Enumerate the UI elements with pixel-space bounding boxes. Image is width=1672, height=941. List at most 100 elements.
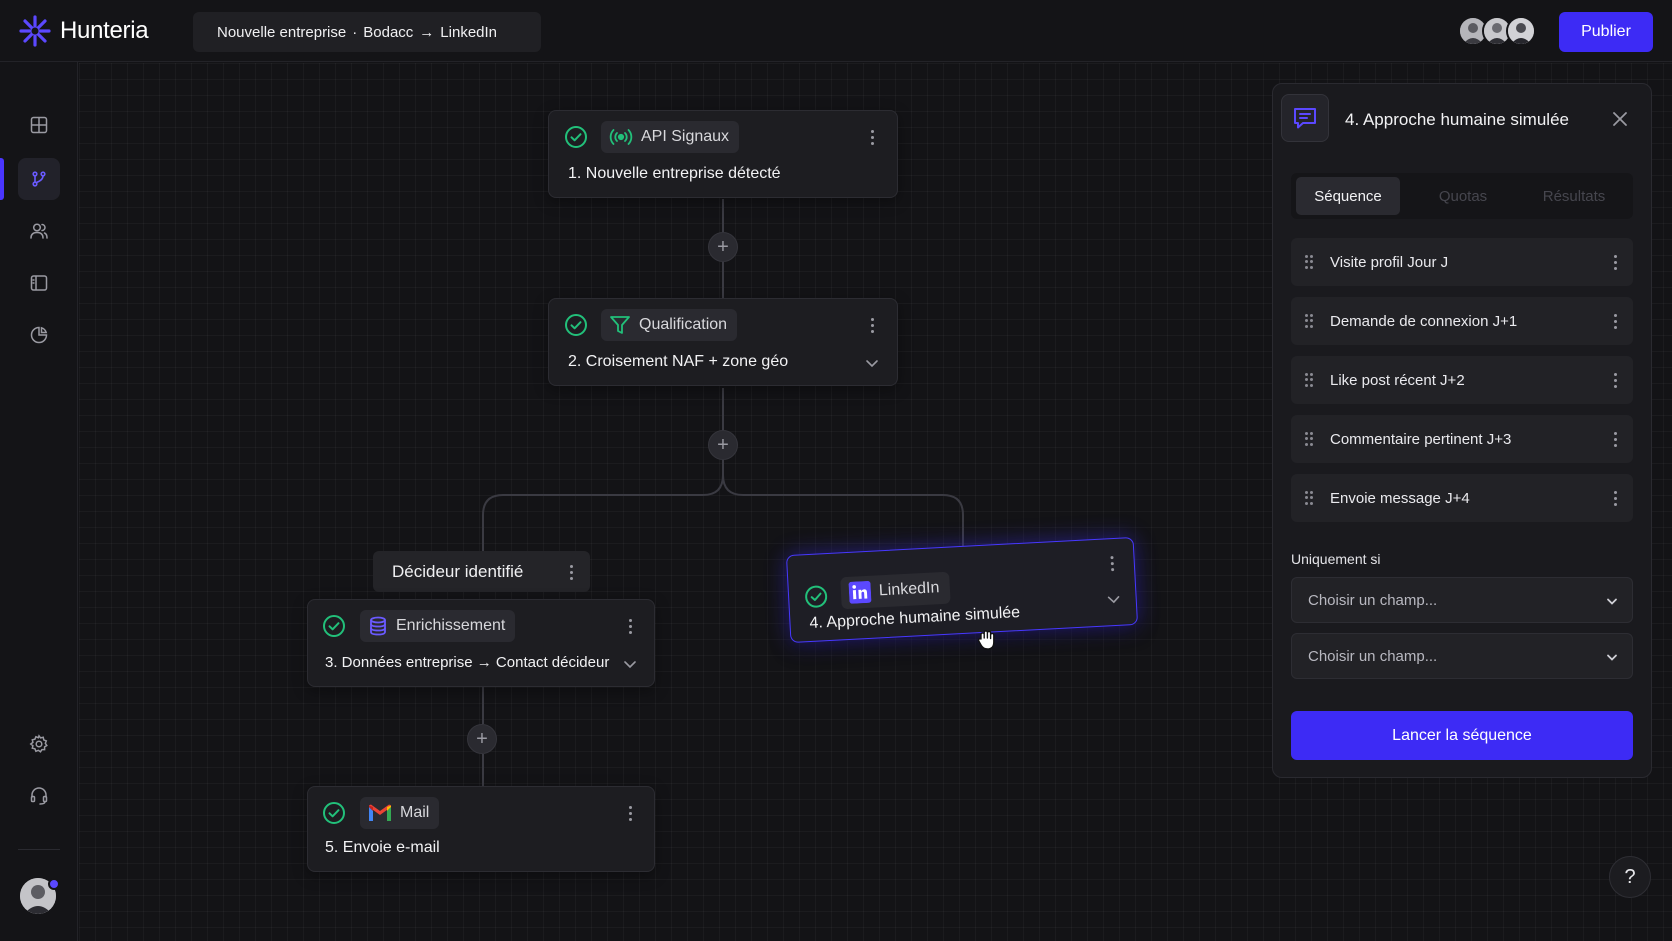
layout-icon <box>30 275 48 291</box>
close-icon[interactable] <box>1611 110 1629 128</box>
check-circle-icon <box>565 314 587 336</box>
node-type-chip: LinkedIn <box>840 571 951 610</box>
avatar[interactable] <box>1458 16 1488 46</box>
users-icon <box>30 223 48 239</box>
panel-tabs: Séquence Quotas Résultats <box>1291 173 1633 219</box>
app-logo[interactable]: Hunteria <box>18 14 149 48</box>
step-detail-panel: 4. Approche humaine simulée Séquence Quo… <box>1272 83 1652 778</box>
breadcrumb-part: Bodacc <box>363 23 414 41</box>
gear-icon <box>29 734 48 753</box>
sidebar <box>0 62 78 941</box>
chevron-down-icon[interactable] <box>1105 591 1122 608</box>
sequence-item-menu[interactable] <box>1607 252 1623 272</box>
node-chip-label: Qualification <box>639 316 728 333</box>
select-placeholder: Choisir un champ... <box>1308 647 1438 665</box>
sidebar-item-contacts[interactable] <box>18 210 60 252</box>
sequence-item[interactable]: Commentaire pertinent J+3 <box>1291 415 1633 463</box>
workflow-node-3[interactable]: Enrichissement 3. Données entreprise → C… <box>307 599 655 687</box>
sequence-item-label: Commentaire pertinent J+3 <box>1330 430 1512 448</box>
message-icon <box>1294 108 1316 129</box>
branch-label-text: Décideur identifié <box>392 561 524 581</box>
node-type-chip: Enrichissement <box>360 610 516 642</box>
drag-handle-icon[interactable] <box>1305 491 1313 505</box>
branch-label[interactable]: Décideur identifié <box>373 551 590 592</box>
workflow-node-5[interactable]: Mail 5. Envoie e-mail <box>307 786 655 872</box>
chevron-down-icon[interactable] <box>864 355 880 371</box>
avatar[interactable] <box>1506 16 1536 46</box>
breadcrumb-part: Nouvelle entreprise <box>217 23 347 41</box>
sequence-item-label: Demande de connexion J+1 <box>1330 312 1518 330</box>
node-menu-button[interactable] <box>864 127 880 147</box>
chevron-down-icon <box>1607 654 1617 661</box>
node-chip-label: LinkedIn <box>878 579 940 600</box>
chevron-down-icon[interactable] <box>622 656 638 672</box>
node-type-chip: Qualification <box>601 309 738 341</box>
sidebar-item-support[interactable] <box>18 775 60 817</box>
breadcrumb-sep: · <box>352 23 358 41</box>
sidebar-item-settings[interactable] <box>18 723 60 765</box>
add-step-button[interactable]: + <box>708 232 738 262</box>
collaborator-avatars[interactable] <box>1458 16 1536 46</box>
add-step-button[interactable]: + <box>467 724 497 754</box>
node-chip-label: Mail <box>400 804 430 821</box>
sequence-item[interactable]: Envoie message J+4 <box>1291 474 1633 522</box>
database-icon <box>370 616 386 636</box>
sidebar-item-analytics[interactable] <box>18 314 60 356</box>
drag-handle-icon[interactable] <box>1305 314 1313 328</box>
node-type-chip: API Signaux <box>601 121 740 153</box>
drag-handle-icon[interactable] <box>1305 373 1313 387</box>
workflow-node-1[interactable]: API Signaux 1. Nouvelle entreprise détec… <box>548 110 898 198</box>
sequence-item[interactable]: Visite profil Jour J <box>1291 238 1633 286</box>
chevron-down-icon <box>1607 598 1617 605</box>
grid-icon <box>30 116 48 134</box>
condition-field-select[interactable]: Choisir un champ... <box>1291 577 1633 623</box>
drag-handle-icon[interactable] <box>1305 255 1313 269</box>
workflow-node-4[interactable]: LinkedIn 4. Approche humaine simulée <box>785 536 1139 644</box>
tab-sequence[interactable]: Séquence <box>1296 177 1400 215</box>
node-menu-button[interactable] <box>1103 553 1120 574</box>
node-menu-button[interactable] <box>622 616 638 636</box>
sidebar-divider <box>18 849 60 850</box>
node-chip-label: Enrichissement <box>396 617 506 634</box>
linkedin-icon <box>848 580 872 604</box>
tab-quotas[interactable]: Quotas <box>1438 187 1488 205</box>
chart-icon <box>30 326 48 344</box>
branch-icon <box>32 171 46 187</box>
node-title: 2. Croisement NAF + zone géo <box>568 353 789 370</box>
node-menu-button[interactable] <box>622 803 638 823</box>
workflow-node-2[interactable]: Qualification 2. Croisement NAF + zone g… <box>548 298 898 386</box>
sidebar-item-workflows[interactable] <box>18 158 60 200</box>
sidebar-item-dashboard[interactable] <box>18 104 60 146</box>
top-bar: Hunteria Nouvelle entreprise · Bodacc → … <box>0 0 1672 62</box>
sequence-item-menu[interactable] <box>1607 488 1623 508</box>
node-title: 1. Nouvelle entreprise détecté <box>568 165 781 182</box>
sequence-item[interactable]: Like post récent J+2 <box>1291 356 1633 404</box>
signal-icon <box>609 129 633 145</box>
gmail-icon <box>369 804 391 821</box>
panel-title: 4. Approche humaine simulée <box>1345 110 1569 129</box>
sequence-item-menu[interactable] <box>1607 311 1623 331</box>
add-step-button[interactable]: + <box>708 430 738 460</box>
select-placeholder: Choisir un champ... <box>1308 591 1438 609</box>
sidebar-item-pages[interactable] <box>18 262 60 304</box>
sequence-item-menu[interactable] <box>1607 370 1623 390</box>
headset-icon <box>30 787 48 805</box>
launch-sequence-button[interactable]: Lancer la séquence <box>1291 711 1633 760</box>
sequence-item-label: Visite profil Jour J <box>1330 253 1449 271</box>
user-status-badge <box>48 878 60 890</box>
sequence-item-menu[interactable] <box>1607 429 1623 449</box>
logo-star-icon <box>19 15 51 47</box>
publish-button[interactable]: Publier <box>1559 12 1653 52</box>
drag-handle-icon[interactable] <box>1305 432 1313 446</box>
app-name: Hunteria <box>60 17 149 44</box>
sequence-item[interactable]: Demande de connexion J+1 <box>1291 297 1633 345</box>
node-menu-button[interactable] <box>864 315 880 335</box>
condition-field-select[interactable]: Choisir un champ... <box>1291 633 1633 679</box>
branch-menu-button[interactable] <box>563 562 579 582</box>
check-circle-icon <box>323 615 345 637</box>
tab-results[interactable]: Résultats <box>1542 187 1606 205</box>
sequence-item-label: Envoie message J+4 <box>1330 489 1470 507</box>
workflow-breadcrumb[interactable]: Nouvelle entreprise · Bodacc → LinkedIn <box>193 12 541 52</box>
help-button[interactable]: ? <box>1609 856 1651 898</box>
breadcrumb-part: LinkedIn <box>440 23 498 41</box>
